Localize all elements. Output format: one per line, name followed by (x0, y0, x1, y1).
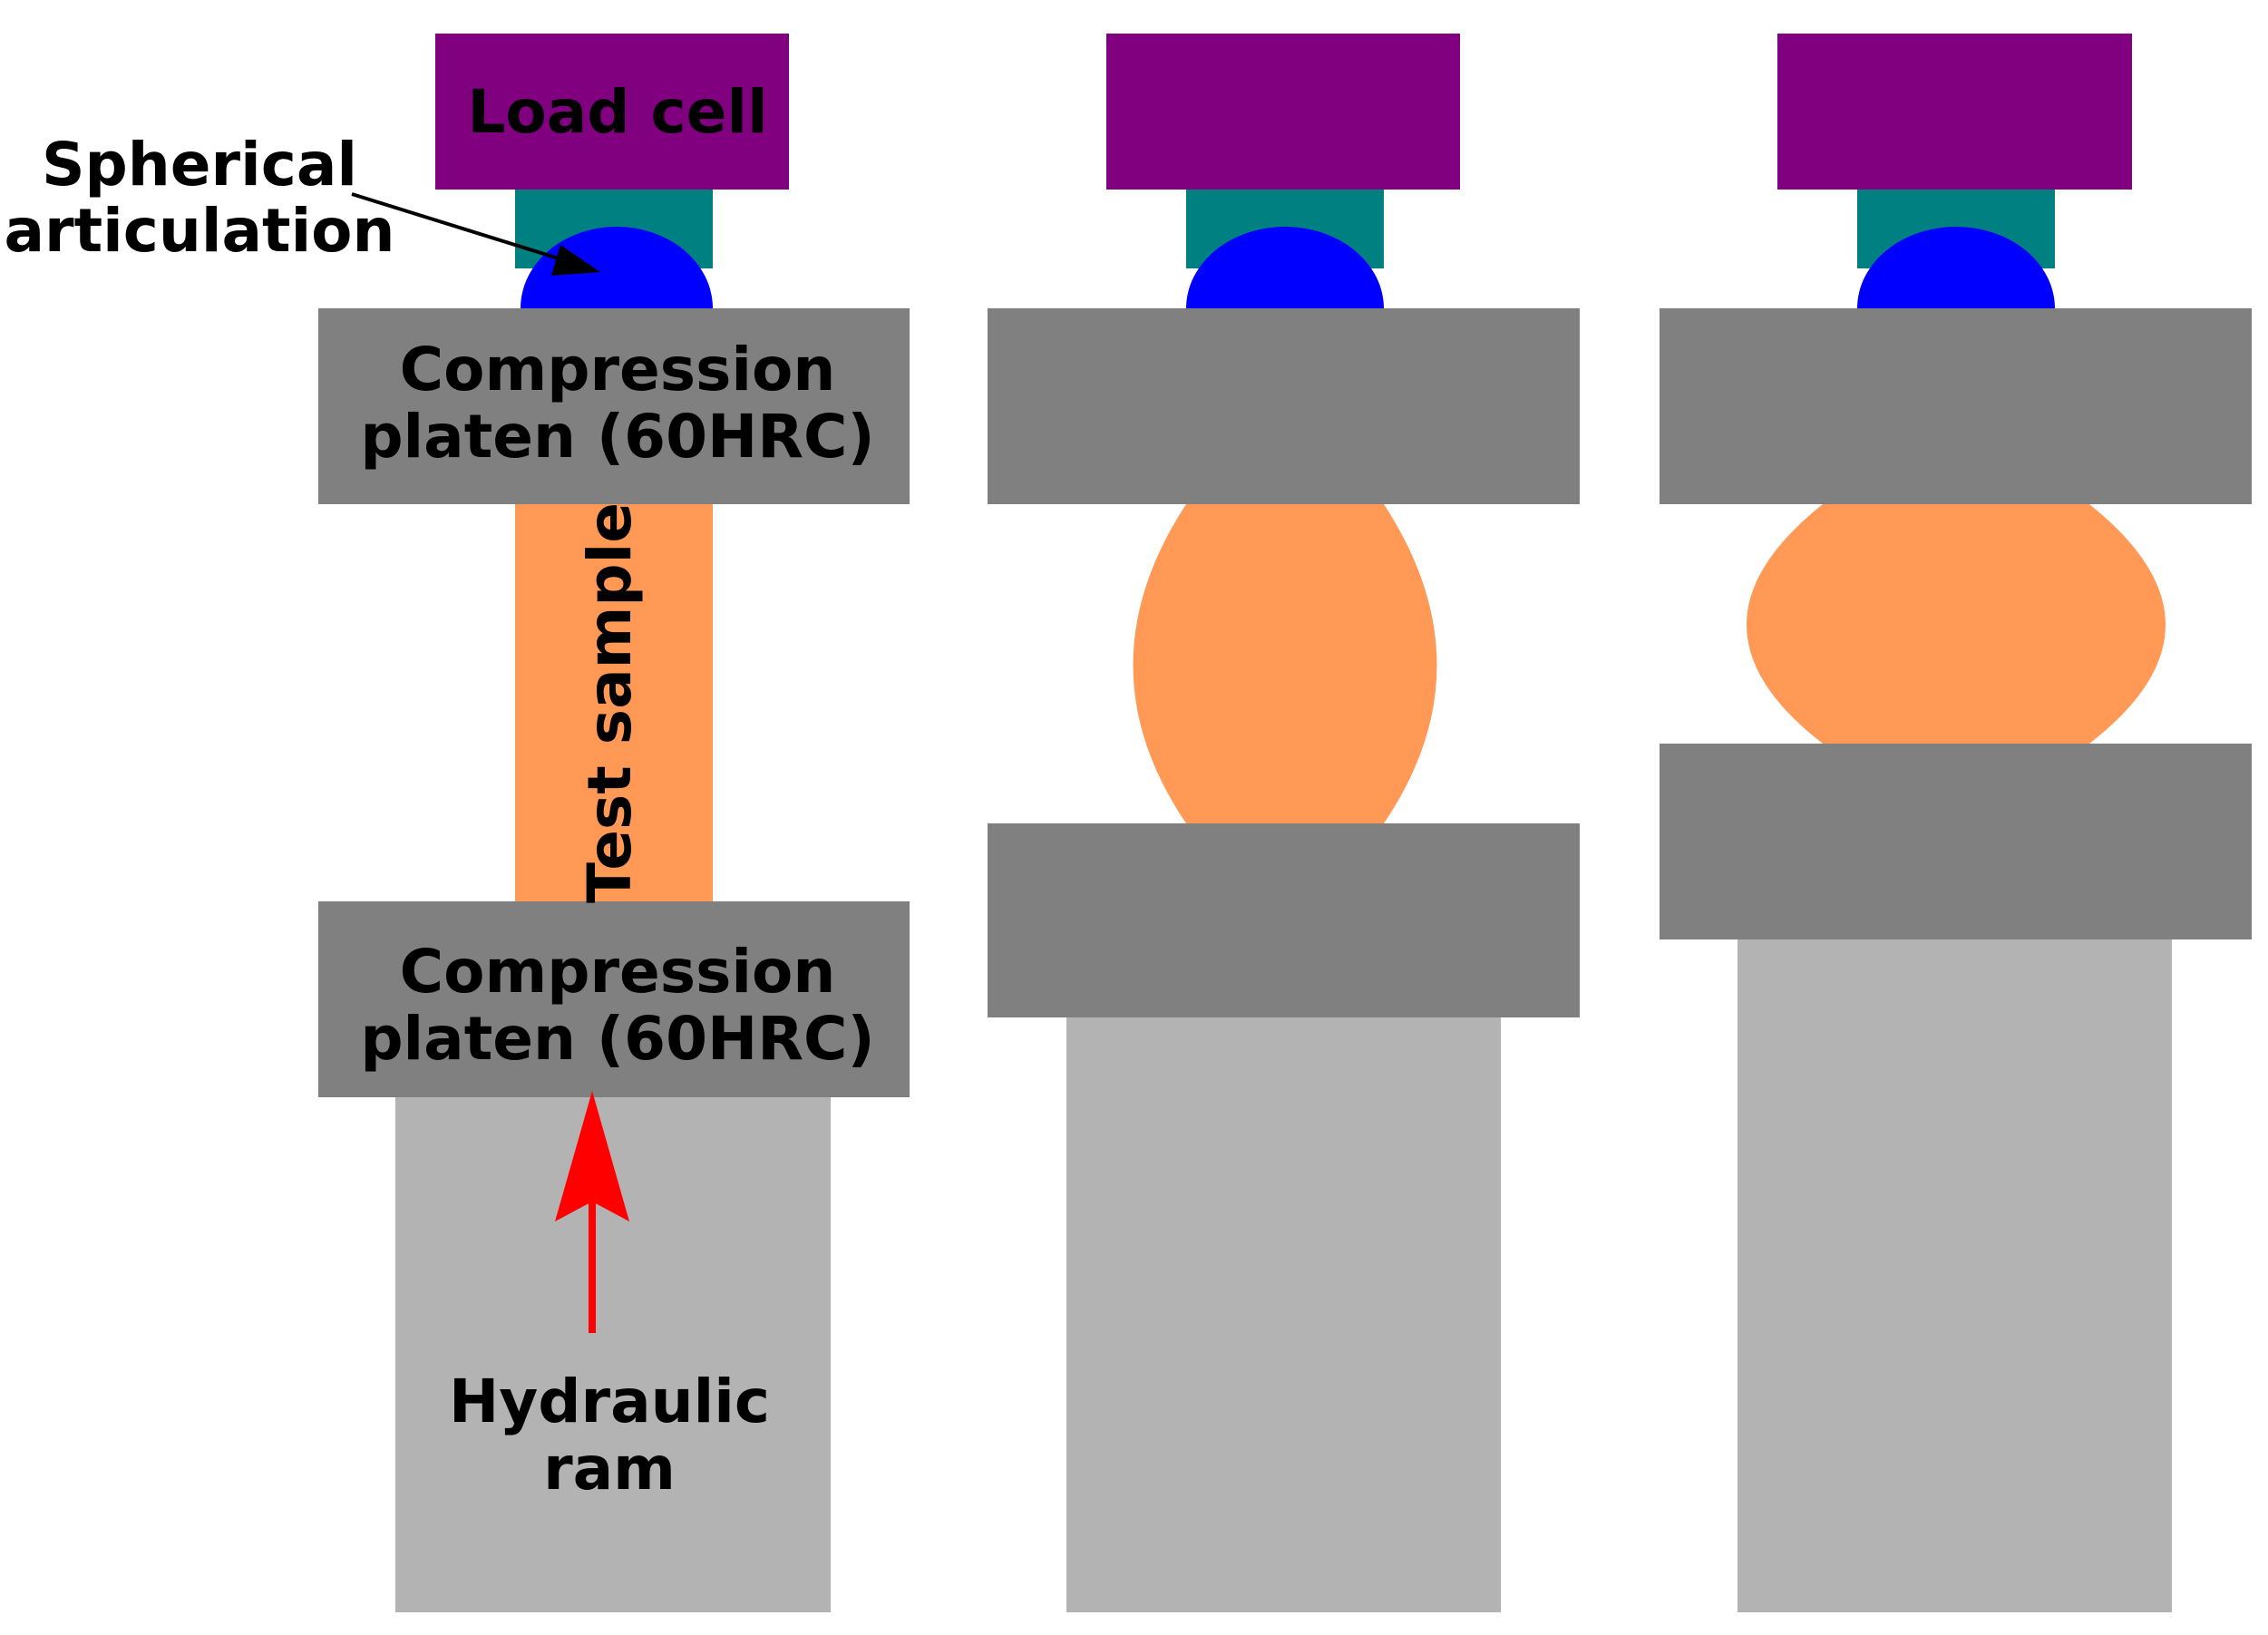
force-arrow-up-icon (555, 1091, 629, 1221)
hydraulic-ram (1738, 939, 2172, 1612)
compression-platen-top (318, 308, 910, 504)
load-cell (1106, 34, 1460, 190)
top-platen-label-line1: Compression (400, 335, 836, 404)
bottom-platen-label-line2: platen (60HRC) (360, 1004, 874, 1074)
hydraulic-ram-label-line2: ram (543, 1434, 676, 1504)
compression-platen-bottom (988, 823, 1580, 1017)
compression-platen-top (988, 308, 1580, 504)
top-platen-label-line2: platen (60HRC) (360, 402, 874, 472)
spherical-articulation (1186, 227, 1384, 308)
spherical-articulation-label-line2: articulation (4, 196, 394, 266)
test-sample-label: Test sample (575, 502, 645, 903)
load-cell (435, 34, 789, 190)
test-sample (515, 504, 713, 901)
bottom-platen-label-line1: Compression (400, 937, 836, 1007)
load-cell-label: Load cell (467, 77, 767, 147)
load-cell (1777, 34, 2132, 190)
stage-2 (988, 34, 1580, 1612)
compression-platen-bottom (318, 901, 910, 1097)
spherical-articulation (1857, 227, 2055, 308)
spherical-articulation (521, 227, 713, 308)
hydraulic-ram-label-line1: Hydraulic (449, 1367, 770, 1436)
hydraulic-ram (1066, 1017, 1501, 1612)
test-sample (1133, 504, 1437, 823)
compression-platen-bottom (1660, 744, 2252, 939)
test-sample (1747, 504, 2166, 744)
spherical-articulation-label-line1: Spherical (42, 130, 357, 200)
spherical-articulation-pointer (351, 192, 574, 265)
pointer-arrowhead-icon (551, 245, 600, 276)
stage-3 (1660, 34, 2252, 1612)
compression-platen-top (1660, 308, 2252, 504)
stage-1: Load cell Spherical articulation Compres… (4, 34, 910, 1612)
